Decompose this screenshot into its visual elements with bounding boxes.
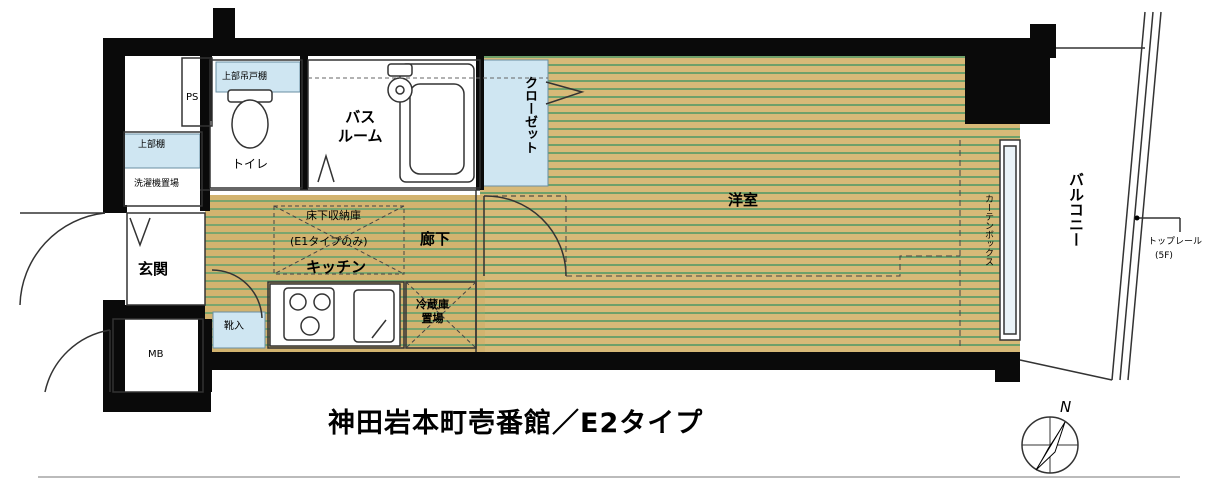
ps-label: PS (186, 92, 199, 103)
entrance-label: 玄関 (138, 260, 169, 278)
toilet-label: トイレ (232, 157, 269, 171)
curtain-box-label: カーテンボックス (983, 194, 993, 266)
corridor-label: 廊下 (420, 230, 451, 248)
mb-label: MB (148, 349, 164, 360)
kitchen-label: キッチン (306, 258, 367, 276)
underfloor-storage-label: 床下収納庫 (306, 209, 361, 222)
door-swings (19, 195, 567, 393)
closet-label: クローゼット (522, 76, 537, 154)
balcony-window (999, 139, 1021, 341)
upper-cabinet-label: 上部吊戸棚 (222, 72, 268, 82)
washer-space-label: 洗濯機置場 (134, 179, 180, 189)
bath-room-label: バス ルーム (338, 108, 383, 145)
compass-north-label: N (1060, 398, 1072, 416)
balcony-label: バルコニー (1067, 172, 1085, 247)
plan-title: 神田岩本町壱番館／E2タイプ (328, 408, 704, 439)
closet-area (481, 59, 549, 187)
underfloor-storage (273, 205, 405, 275)
top-rail-label: トップレール (1148, 237, 1203, 247)
western-room-label: 洋室 (728, 191, 759, 209)
fridge-space-label: 冷蔵庫 置場 (416, 298, 449, 325)
underfloor-note-label: (E1タイプのみ) (290, 235, 368, 248)
western-room-floor (480, 56, 1020, 352)
balcony (1019, 11, 1181, 381)
top-rail-marker (1134, 215, 1140, 221)
walls (103, 8, 1056, 412)
fridge-space (405, 281, 477, 349)
toilet-fixture (227, 89, 273, 149)
upper-shelf-label: 上部棚 (138, 140, 166, 150)
kitchen-counter (269, 283, 401, 347)
bathtub (387, 63, 475, 183)
shoe-box-label: 靴入 (224, 321, 244, 332)
compass-icon (1021, 416, 1079, 474)
top-rail-floor-label: (5F) (1155, 251, 1173, 261)
interior-lines (112, 57, 481, 393)
shoe-box-area (212, 311, 266, 349)
